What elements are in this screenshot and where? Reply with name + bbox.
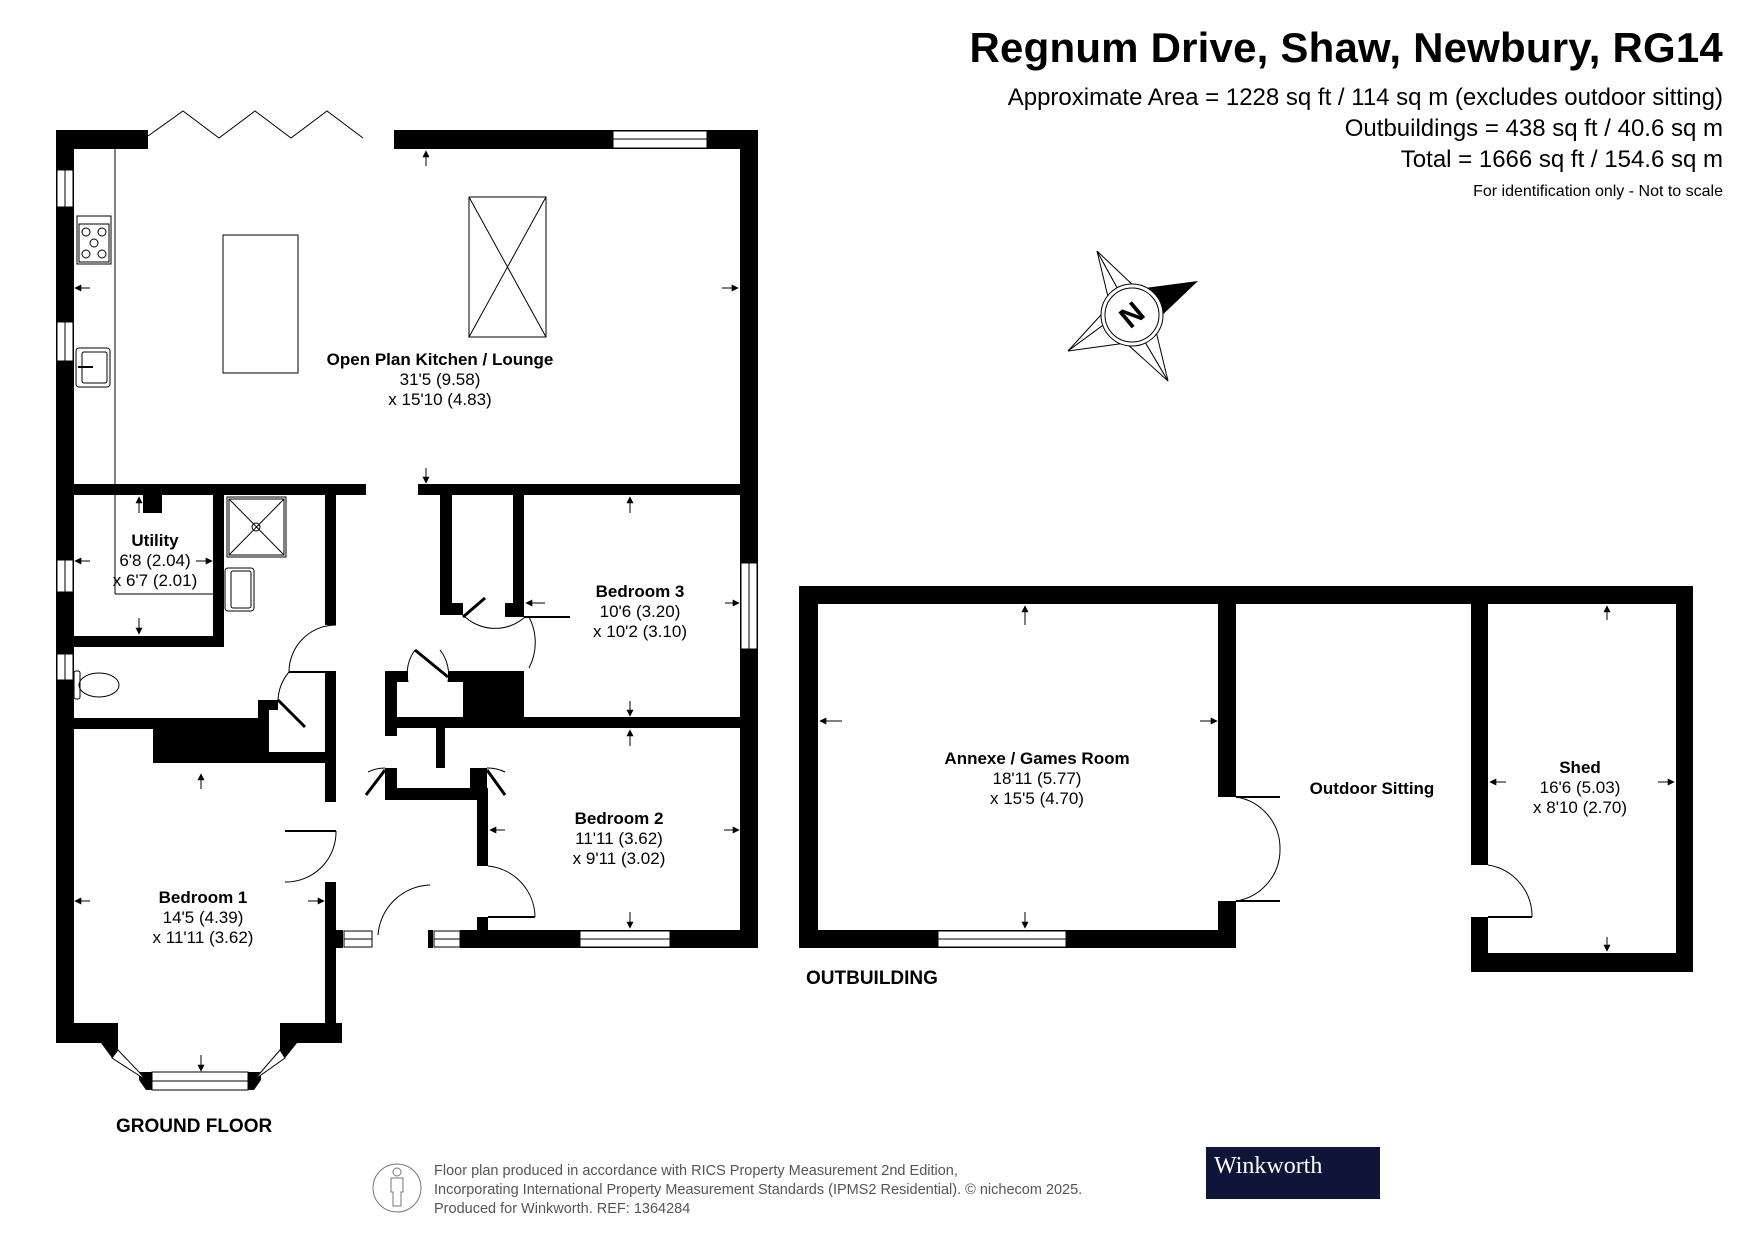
room-bedroom-2: Bedroom 2 11'11 (3.62) x 9'11 (3.02) [572, 809, 666, 868]
windows [56, 130, 758, 1091]
outbuildings-area: Outbuildings = 438 sq ft / 40.6 sq m [1344, 115, 1723, 142]
room-annexe-games-room: Annexe / Games Room 18'11 (5.77) x 15'5 … [944, 749, 1130, 808]
property-title: Regnum Drive, Shaw, Newbury, RG14 [969, 24, 1723, 71]
kitchen-sink-icon [75, 347, 111, 388]
room-outdoor-sitting: Outdoor Sitting [1309, 779, 1435, 798]
room-bedroom-1: Bedroom 1 14'5 (4.39) x 11'11 (3.62) [152, 888, 254, 947]
approximate-area: Approximate Area = 1228 sq ft / 114 sq m… [1007, 84, 1723, 111]
door-leaves [276, 596, 1532, 918]
kitchen-island [222, 234, 299, 374]
winkworth-logo: Winkworth [1206, 1147, 1380, 1199]
hob-icon [76, 215, 112, 265]
north-compass-icon: N [1067, 250, 1198, 382]
dimension-arrows [74, 150, 1675, 1072]
room-open-plan-kitchen-lounge: Open Plan Kitchen / Lounge 31'5 (9.58) x… [326, 350, 554, 409]
scale-disclaimer: For identification only - Not to scale [1473, 183, 1723, 200]
bifold-door [147, 110, 364, 139]
room-utility: Utility 6'8 (2.04) x 6'7 (2.01) [112, 531, 198, 590]
outbuilding-walls [799, 586, 1693, 972]
kitchen-fittings [73, 149, 547, 700]
basin-icon [224, 567, 255, 612]
person-icon [372, 1163, 422, 1213]
door-swings [277, 614, 1533, 936]
toilet-icon [73, 670, 81, 700]
room-bedroom-3: Bedroom 3 10'6 (3.20) x 10'2 (3.10) [593, 582, 687, 641]
total-area: Total = 1666 sq ft / 154.6 sq m [1400, 146, 1723, 173]
skylight [468, 196, 547, 338]
shower-icon [226, 496, 287, 558]
outbuilding-label: OUTBUILDING [806, 968, 938, 989]
footer-notice: Floor plan produced in accordance with R… [434, 1163, 1083, 1217]
ground-floor-label: GROUND FLOOR [116, 1116, 273, 1137]
room-shed: Shed 16'6 (5.03) x 8'10 (2.70) [1533, 758, 1627, 817]
